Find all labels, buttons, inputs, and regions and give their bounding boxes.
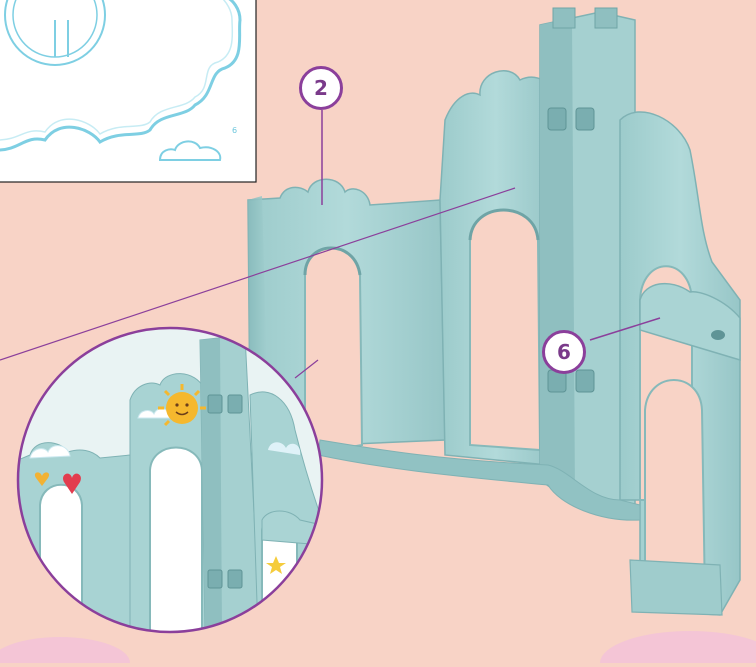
callout-label: 6 xyxy=(557,340,571,364)
callout-piece-2: 2 xyxy=(299,66,343,110)
sheet-thumbnail xyxy=(0,0,256,182)
pink-blob xyxy=(600,631,756,663)
zoom-detail xyxy=(18,328,322,632)
callout-piece-6: 6 xyxy=(542,330,586,374)
callout-label: 2 xyxy=(314,76,328,100)
pink-blob xyxy=(0,637,130,663)
sheet-piece-number: 6 xyxy=(232,126,237,135)
